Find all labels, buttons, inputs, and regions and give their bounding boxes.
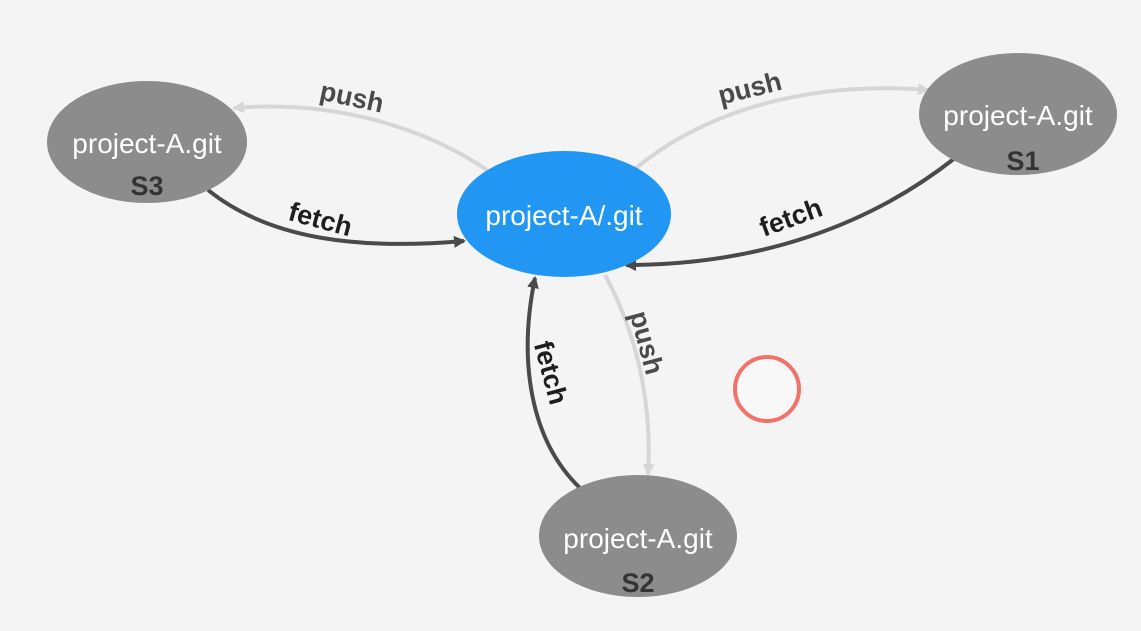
fetch-edge-s2 (525, 276, 582, 490)
remote-node-s1: project-A.git S1 (919, 53, 1117, 176)
cursor-ring-icon (733, 355, 801, 423)
push-edge-s2 (603, 274, 655, 476)
remote-node-s2: project-A.git S2 (539, 475, 737, 598)
push-label-s2: push (624, 308, 670, 378)
remote-node-id: S1 (1006, 146, 1039, 176)
remote-node-label: project-A.git (563, 523, 713, 554)
fetch-label-s3: fetch (285, 196, 355, 242)
remote-node-label: project-A.git (943, 100, 1093, 131)
local-repo-label: project-A/.git (485, 200, 642, 231)
push-edge-s3 (232, 101, 489, 172)
push-edge-s1 (634, 83, 930, 170)
fetch-edge-s1 (624, 156, 957, 271)
remote-node-id: S3 (130, 171, 163, 201)
local-repo-node: project-A/.git (457, 151, 671, 277)
remote-node-s3: project-A.git S3 (47, 81, 247, 203)
fetch-label-s2: fetch (528, 338, 574, 408)
fetch-edge-s3 (206, 188, 466, 248)
remote-node-label: project-A.git (72, 128, 222, 159)
remote-node-id: S2 (621, 568, 654, 598)
push-label-s1: push (715, 66, 785, 111)
